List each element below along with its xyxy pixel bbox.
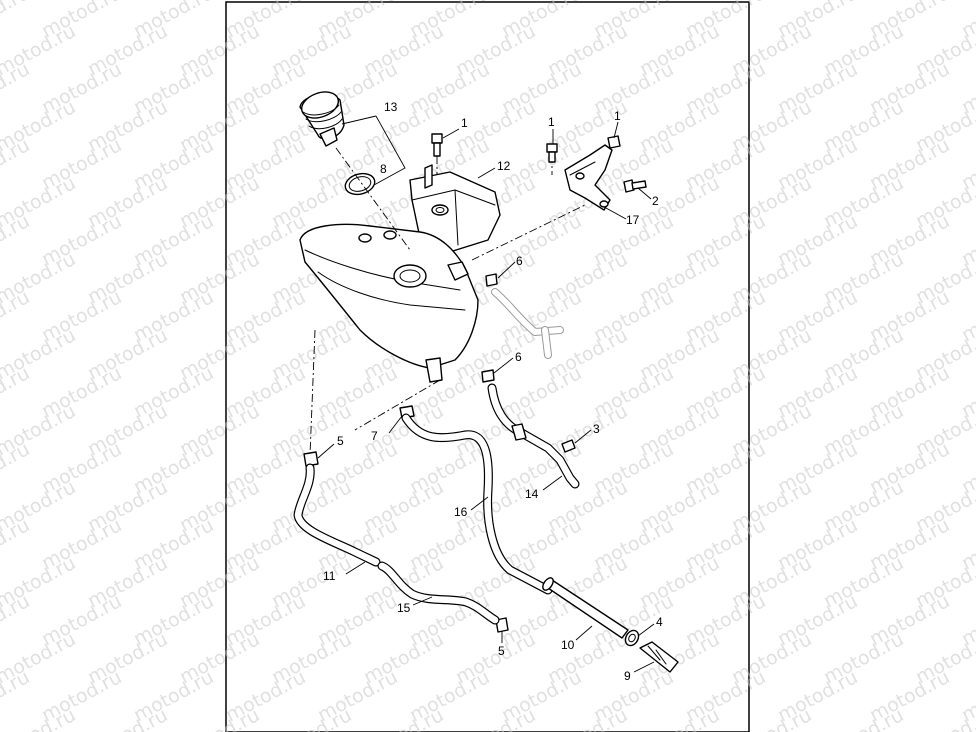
part-5-clamp-a (303, 451, 319, 467)
part-12-tank-upper (409, 164, 501, 256)
watermark-text: motod.ru (0, 590, 33, 650)
callout-1-a: 1 (461, 116, 468, 130)
callout-1-c: 1 (614, 109, 621, 123)
callout-5-b: 5 (498, 644, 505, 658)
watermark-text: motod.ru (0, 438, 33, 498)
part-3-fitting (561, 439, 576, 453)
callout-8: 8 (380, 162, 387, 176)
part-17-bracket (564, 144, 613, 211)
leader-lines (317, 115, 655, 673)
callout-1-b: 1 (548, 115, 555, 129)
hidden-hose (491, 288, 564, 359)
callout-4: 4 (656, 615, 663, 629)
callout-12: 12 (497, 159, 511, 173)
part-6-clamp-a (485, 273, 498, 287)
callout-5-a: 5 (337, 434, 344, 448)
callout-3: 3 (593, 422, 600, 436)
watermark-text: motod.ru (820, 704, 907, 732)
watermark-text: motod.ru (0, 362, 33, 422)
part-15-hose (377, 561, 500, 625)
part-16-hose (401, 413, 553, 595)
watermark-text: motod.ru (0, 666, 33, 726)
part-14-hose (487, 383, 580, 489)
coolant-reservoir-tank (299, 223, 479, 383)
watermark-text: motod.ru (176, 704, 263, 732)
callout-labels: 13 8 1 1 1 12 2 17 6 6 3 7 5 14 16 11 15… (323, 100, 663, 683)
watermark-text: motod.ru (0, 514, 33, 574)
part-1-bolt-a (431, 133, 443, 157)
callout-14: 14 (525, 487, 539, 501)
callout-13: 13 (384, 100, 398, 114)
callout-7: 7 (371, 429, 378, 443)
part-2-bolt (623, 179, 647, 193)
part-8-o-ring (344, 172, 376, 196)
watermark-text: motod.ru (0, 210, 33, 270)
part-6-clamp-b (481, 369, 495, 383)
part-9-fitting (639, 641, 679, 673)
callout-17: 17 (626, 213, 640, 227)
watermark-text: motod.ru (0, 0, 33, 42)
callout-2: 2 (652, 194, 659, 208)
part-11-hose (293, 463, 381, 567)
part-13-filler-cap (299, 91, 345, 147)
watermark-text: motod.ru (0, 134, 33, 194)
watermark-text: motod.ru (0, 58, 33, 118)
watermark-text: motod.ru (0, 286, 33, 346)
callout-15: 15 (397, 601, 411, 615)
part-10-tube (542, 577, 629, 639)
callout-6-b: 6 (515, 350, 522, 364)
watermark-text: motod.ru (84, 704, 171, 732)
callout-10: 10 (561, 638, 575, 652)
part-1-bolt-b (546, 143, 558, 163)
callout-9: 9 (624, 669, 631, 683)
callout-6-a: 6 (516, 254, 523, 268)
callout-11: 11 (323, 569, 336, 583)
part-4-washer (624, 629, 640, 647)
callout-16: 16 (454, 505, 468, 519)
